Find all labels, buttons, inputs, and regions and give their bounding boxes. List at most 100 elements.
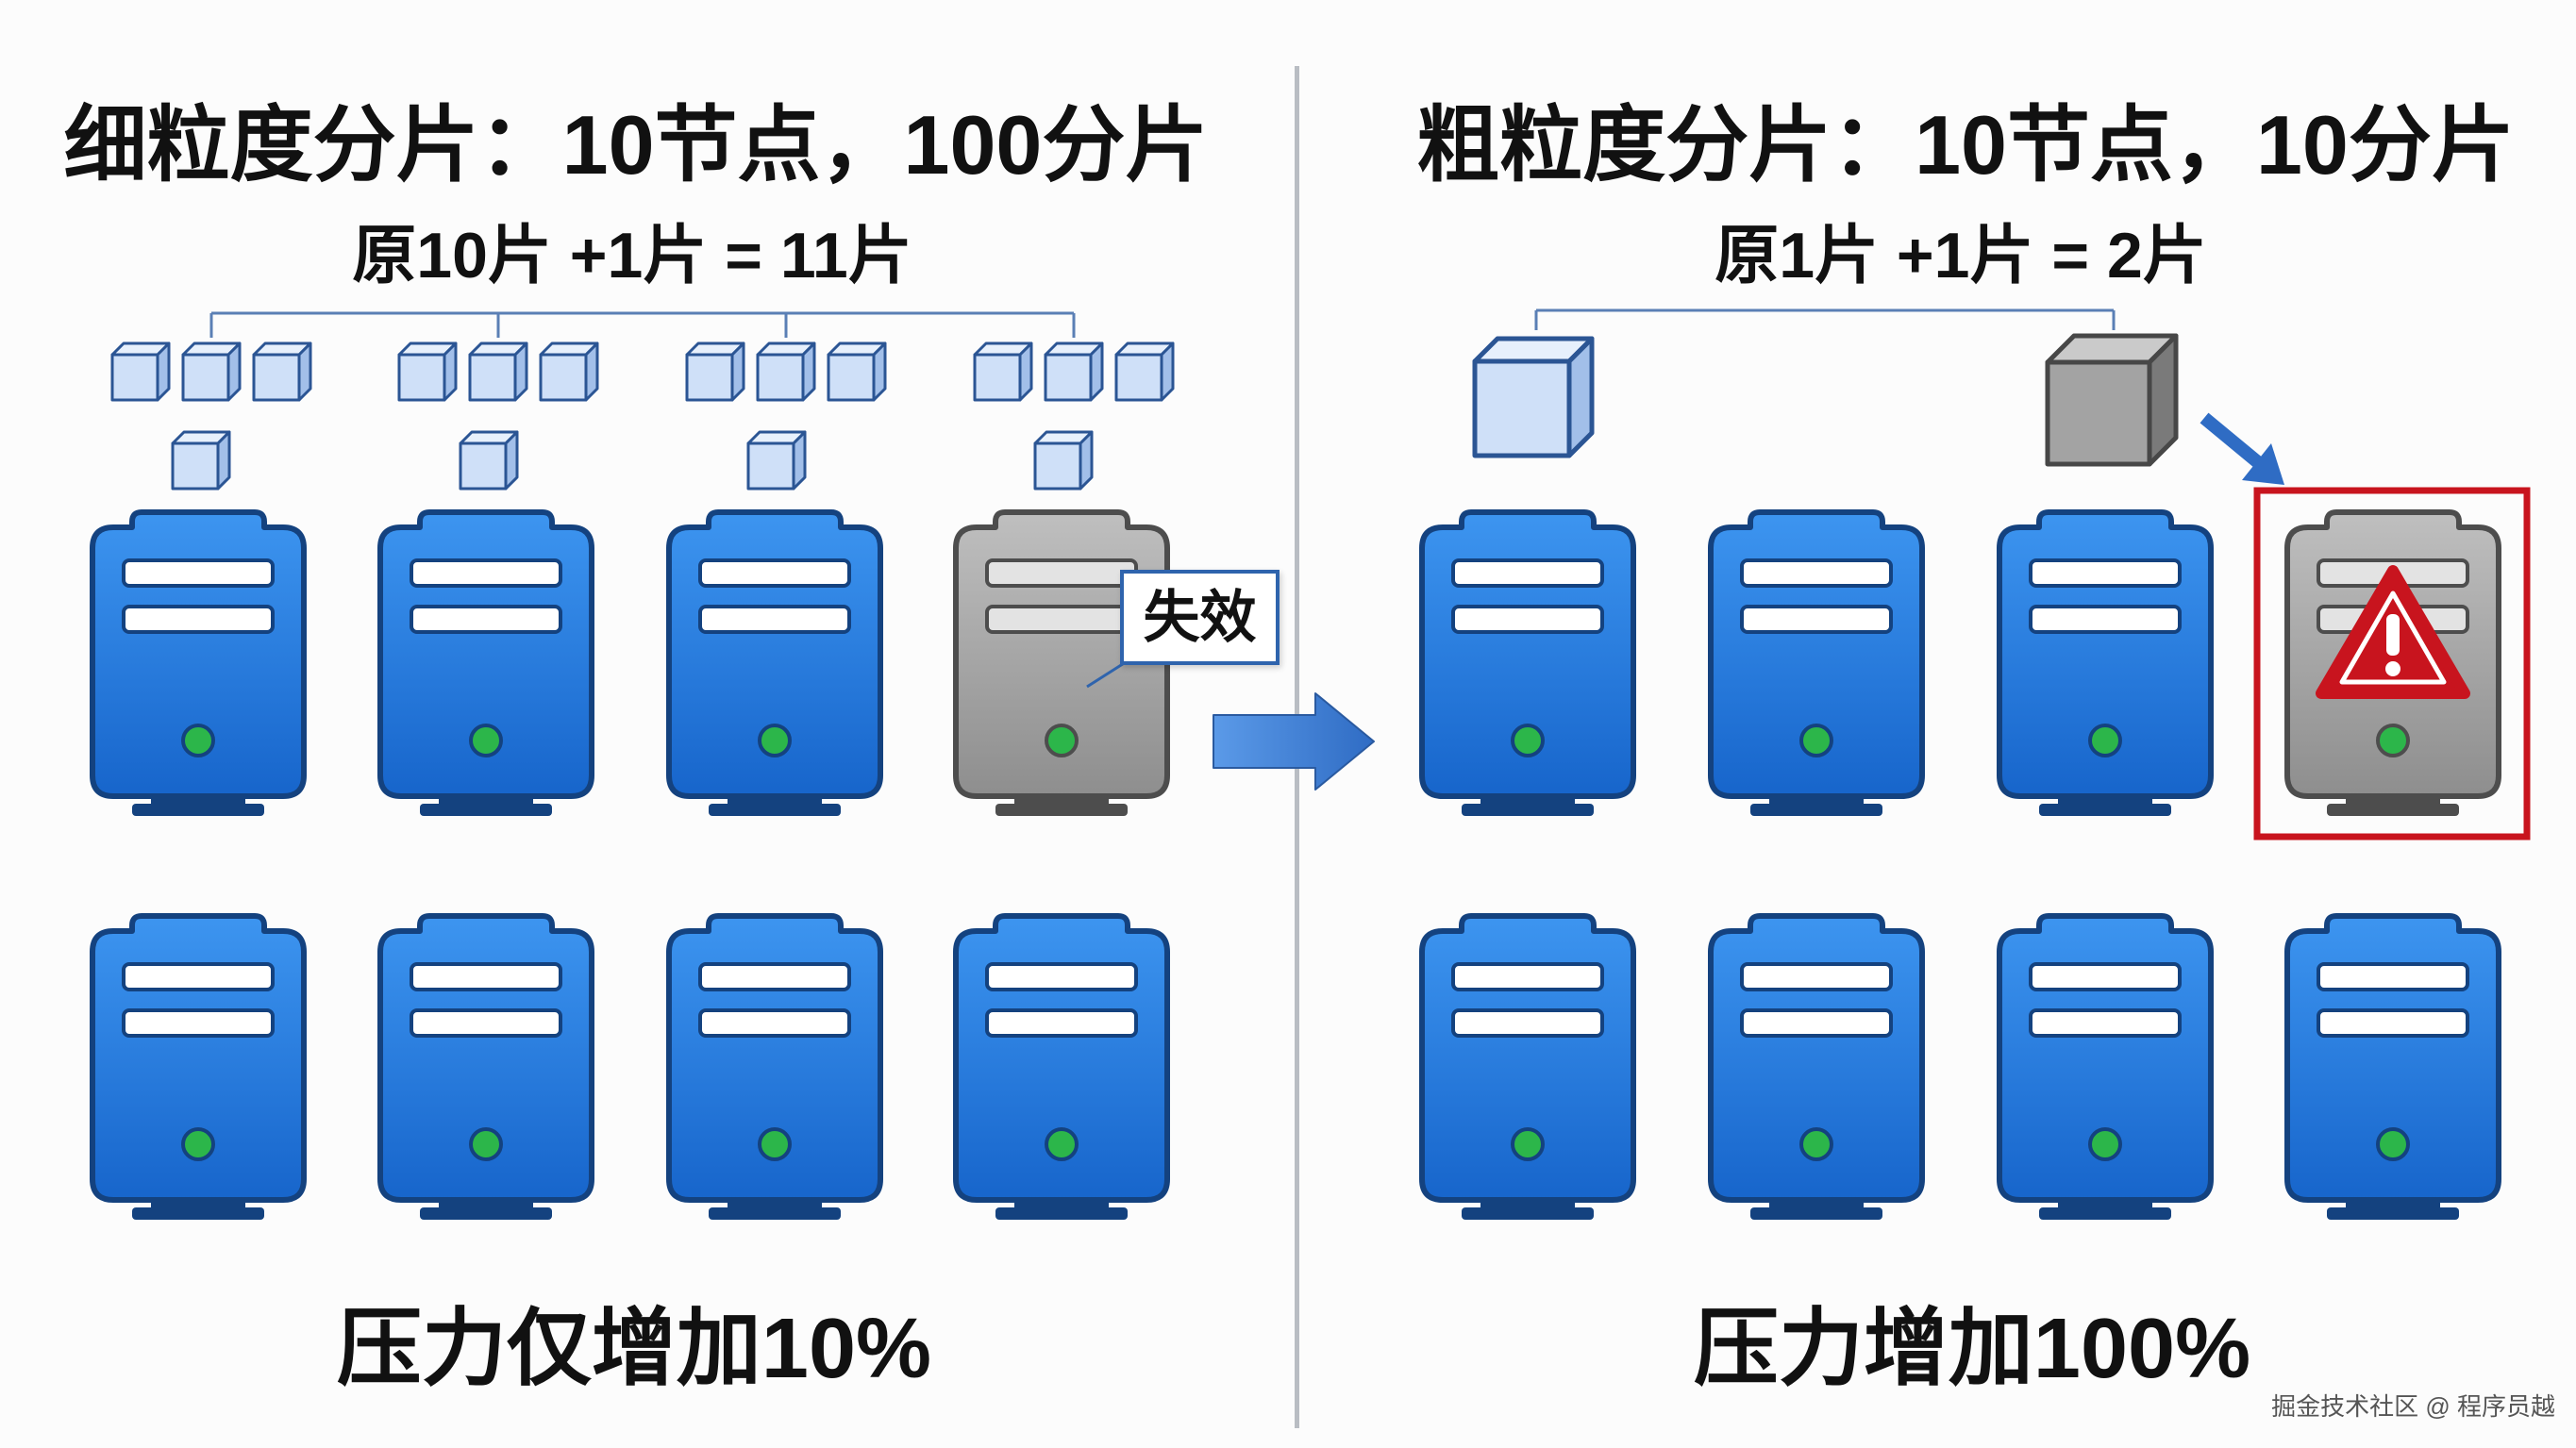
cube-front [459, 441, 508, 491]
drive-slot [985, 962, 1138, 991]
server-icon [953, 913, 1170, 1220]
failed-node-highlight-box [2253, 487, 2531, 841]
drive-slot [1740, 605, 1893, 634]
server-base [132, 1207, 264, 1220]
cube-front [2045, 359, 2152, 467]
cube-side [1160, 341, 1175, 402]
cube-side [1089, 341, 1104, 402]
status-light [469, 1127, 503, 1161]
server-base [420, 1207, 552, 1220]
status-light [1511, 1127, 1545, 1161]
server-base [995, 1207, 1128, 1220]
shard-cube-icon [973, 341, 1033, 402]
drive-slot [410, 605, 562, 634]
cube-gray-icon [2045, 333, 2179, 467]
cube-front [171, 441, 220, 491]
drive-slot [1451, 1008, 1604, 1038]
cube-icon [1472, 336, 1595, 458]
cube-front [973, 353, 1022, 402]
status-light [2088, 724, 2122, 757]
drive-slot [122, 962, 275, 991]
cube-front [252, 353, 301, 402]
drive-slot [1451, 558, 1604, 588]
shard-cube-icon [1044, 341, 1104, 402]
shard-cube-icon [539, 341, 599, 402]
shard-cube-icon [827, 341, 887, 402]
server-base [709, 1207, 841, 1220]
shard-cube-icon [468, 341, 528, 402]
server-base [2039, 804, 2171, 816]
watermark: 掘金技术社区 @ 程序员越 [2271, 1392, 2555, 1421]
status-light [1045, 1127, 1079, 1161]
drive-slot [122, 558, 275, 588]
status-light [2088, 1127, 2122, 1161]
shard-cube-icon [397, 341, 458, 402]
drive-slot [985, 558, 1138, 588]
drive-slot [985, 1008, 1138, 1038]
server-icon [2284, 913, 2501, 1220]
server-base [709, 804, 841, 816]
server-base [2327, 1207, 2459, 1220]
drive-slot [2029, 558, 2182, 588]
drive-slot [122, 1008, 275, 1038]
cube-front [1044, 353, 1093, 402]
drive-slot [2029, 605, 2182, 634]
server-base [1750, 1207, 1882, 1220]
server-icon [377, 913, 594, 1220]
server-icon [1708, 509, 1925, 816]
server-base [1462, 804, 1594, 816]
cube-front [685, 353, 734, 402]
arrow-down-right-icon [2200, 412, 2284, 485]
cube-side [730, 341, 745, 402]
cube-side [297, 341, 312, 402]
arrow-shaft [2200, 412, 2264, 469]
drive-slot [698, 605, 851, 634]
left-title: 细粒度分片：10节点，100分片 [63, 98, 1209, 191]
cube-side [513, 341, 528, 402]
drive-slot [698, 1008, 851, 1038]
cube-front [746, 441, 795, 491]
server-icon [90, 509, 307, 816]
node-shard-cube-icon [1033, 430, 1094, 491]
drive-slot [410, 962, 562, 991]
cube-side [216, 430, 231, 491]
cube-side [156, 341, 171, 402]
cube-front [827, 353, 876, 402]
status-light [1511, 724, 1545, 757]
server-base [1750, 804, 1882, 816]
cube-side [226, 341, 242, 402]
server-warning-icon [2284, 509, 2501, 816]
node-shard-cube-icon [459, 430, 519, 491]
shard-cube-icon [110, 341, 171, 402]
node-shard-cube-icon [171, 430, 231, 491]
cube-side [1566, 336, 1595, 458]
cube-side [1079, 430, 1094, 491]
status-light [758, 724, 792, 757]
server-base [132, 804, 264, 816]
server-icon [666, 509, 883, 816]
server-icon [666, 913, 883, 1220]
drive-slot [2029, 962, 2182, 991]
server-base [995, 804, 1128, 816]
exclamation-bar [2386, 614, 2400, 656]
server-icon [1997, 509, 2214, 816]
cube-side [1018, 341, 1033, 402]
status-light [1799, 1127, 1833, 1161]
warning-triangle-icon [2316, 565, 2470, 699]
right-subtitle: 原1片 +1片 = 2片 [1715, 220, 2207, 291]
cube-front [397, 353, 446, 402]
cube-front [1033, 441, 1082, 491]
drive-slot [2029, 1008, 2182, 1038]
arrow-head [2242, 443, 2284, 485]
right-shard-bracket [1534, 308, 2116, 330]
right-result: 压力增加100% [1693, 1302, 2251, 1396]
cube-front [110, 353, 159, 402]
exclamation-dot [2385, 661, 2400, 676]
warning-triangle-inner [2339, 591, 2447, 685]
drive-slot [985, 605, 1138, 634]
shard-cube-icon [252, 341, 312, 402]
cube-side [584, 341, 599, 402]
drive-slot [1740, 1008, 1893, 1038]
status-light [181, 1127, 215, 1161]
